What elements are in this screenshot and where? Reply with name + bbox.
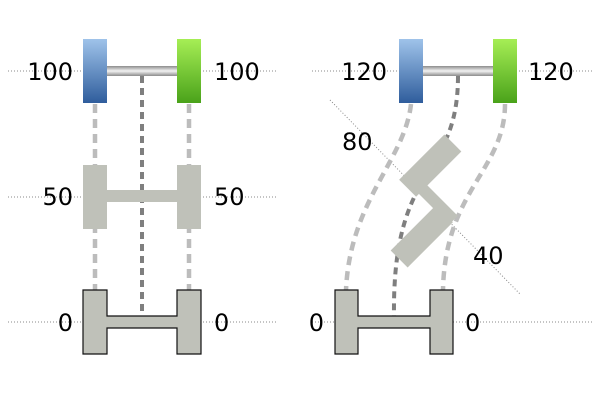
left-top-rod: [100, 66, 184, 76]
right-label-top-left: 120: [341, 58, 387, 86]
left-label-mid-left: 50: [42, 183, 73, 211]
left-label-mid-right: 50: [214, 183, 245, 211]
right-middle-h-shape: [390, 134, 462, 268]
left-label-top-left: 100: [27, 58, 73, 86]
left-middle-h-shape: [83, 165, 201, 229]
left-label-bottom-left: 0: [58, 309, 73, 337]
right-label-bottom-left: 0: [309, 309, 324, 337]
right-label-top-right: 120: [528, 58, 574, 86]
right-top-blue-bar: [399, 39, 423, 103]
left-top-green-bar: [177, 39, 201, 103]
left-label-bottom-right: 0: [214, 309, 229, 337]
right-diagram: 120 120 80 40 0 0: [309, 39, 574, 355]
right-top-green-bar: [493, 39, 517, 103]
left-top-blue-bar: [83, 39, 107, 103]
right-bottom-h-shape: [334, 289, 454, 355]
left-diagram: 100 50 0 100 50 0: [27, 39, 260, 355]
right-top-rod: [416, 66, 500, 76]
left-label-top-right: 100: [214, 58, 260, 86]
right-track-left: [343, 103, 414, 291]
right-track-right: [440, 103, 508, 291]
left-bottom-h-shape: [82, 289, 202, 355]
right-label-bottom-right: 0: [465, 309, 480, 337]
right-label-mid-lower: 40: [473, 242, 504, 270]
right-label-mid-upper: 80: [342, 128, 373, 156]
